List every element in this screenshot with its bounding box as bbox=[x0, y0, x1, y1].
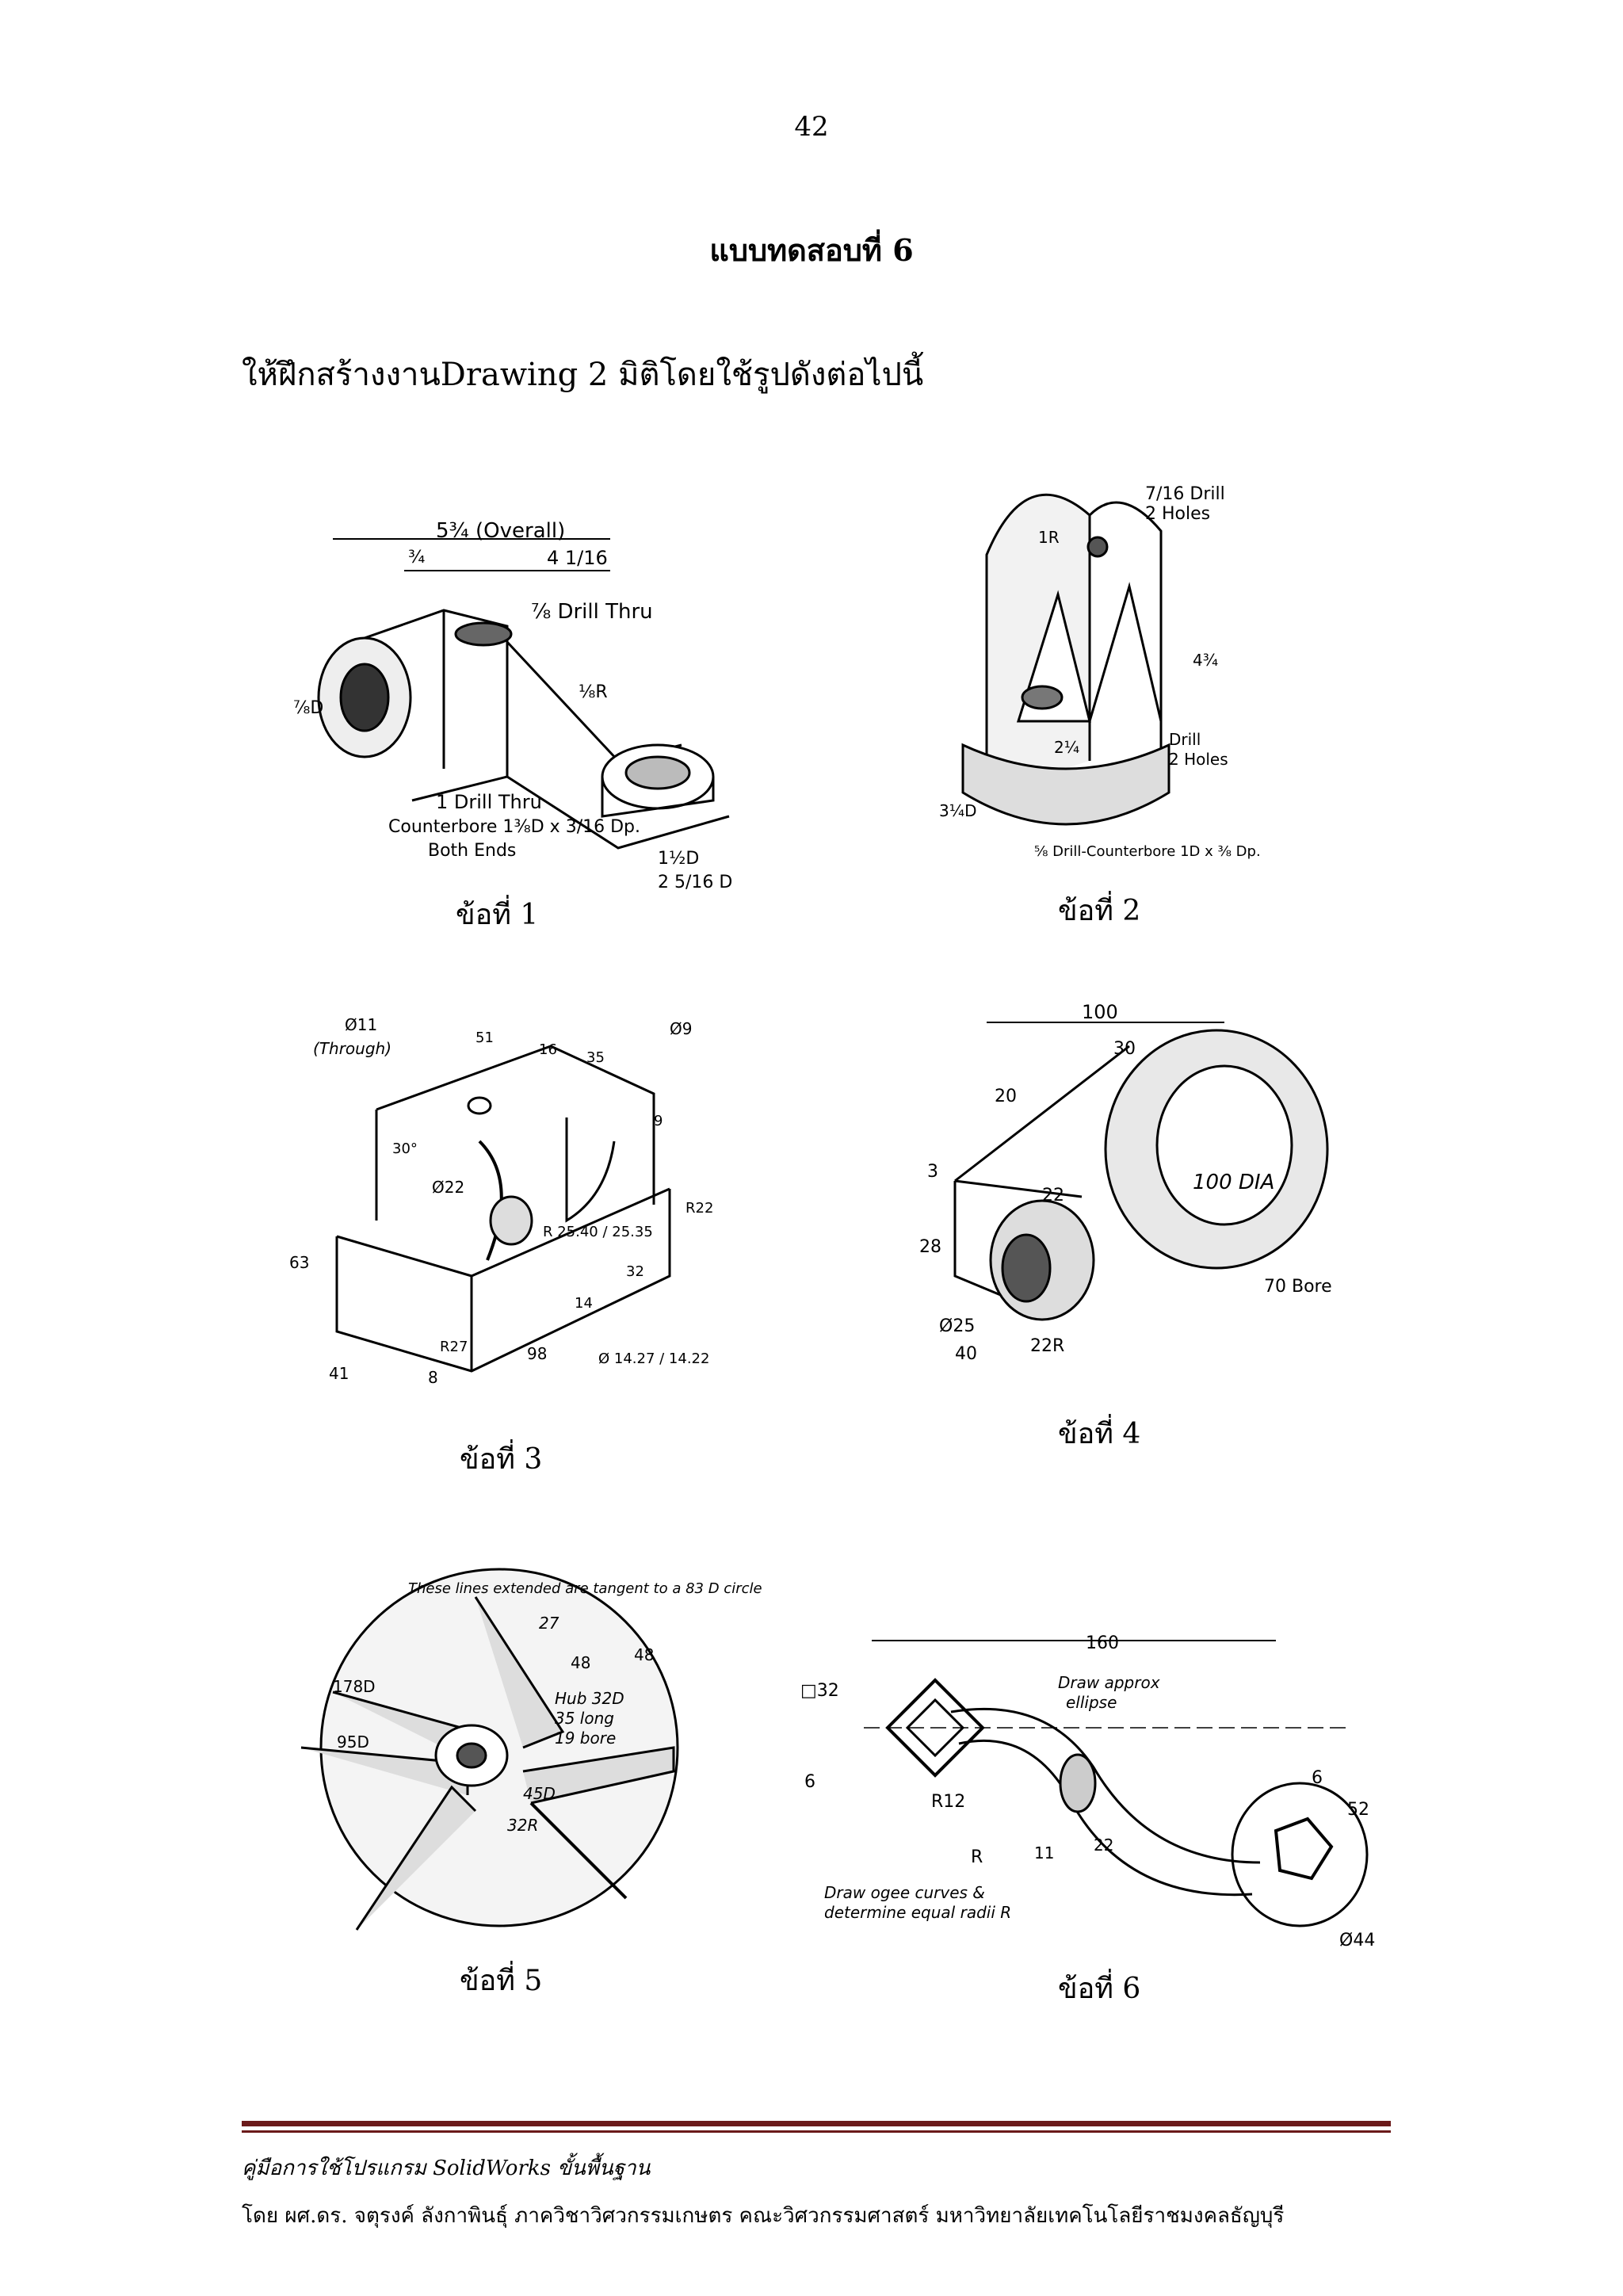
footer-author: โดย ผศ.ดร. จตุรงค์ ลังกาพินธุ์ ภาควิชาวิ… bbox=[242, 2204, 1285, 2228]
fig2-drill2: Drill bbox=[1169, 730, 1201, 749]
figure-2-caption: ข้อที่ 2 bbox=[1058, 895, 1141, 927]
fig3-d51: 51 bbox=[475, 1030, 494, 1046]
fig6-sq: □32 bbox=[800, 1681, 839, 1701]
instruction-text: ให้ฝึกสร้างงานDrawing 2 มิติโดยใช้รูปดัง… bbox=[242, 357, 924, 393]
fig4-bore: 70 Bore bbox=[1264, 1277, 1332, 1297]
fig3-d14: 14 bbox=[575, 1295, 593, 1312]
fig3-d63: 63 bbox=[289, 1253, 309, 1272]
fig1-dia2: 1½D bbox=[658, 849, 699, 869]
fig5-r32: 32R bbox=[507, 1816, 538, 1835]
footer-rule-thin bbox=[242, 2130, 1391, 2133]
fig2-d2: 4¾ bbox=[1193, 651, 1218, 670]
fig6-d52: 52 bbox=[1347, 1800, 1369, 1820]
fig1-overall: 5¾ (Overall) bbox=[436, 519, 565, 543]
fig6-ellipse1: Draw approx bbox=[1058, 1673, 1160, 1692]
fig6-r12: R12 bbox=[931, 1792, 965, 1812]
fig1-r: ⅛R bbox=[579, 682, 608, 702]
fig3-d9: 9 bbox=[654, 1113, 663, 1129]
fig5-bore: 19 bore bbox=[555, 1729, 616, 1748]
figure-4-caption: ข้อที่ 4 bbox=[1058, 1418, 1141, 1450]
footer-title: คู่มือการใช้โปรแกรม SolidWorks ขั้นพื้นฐ… bbox=[242, 2157, 651, 2180]
figure-3-caption: ข้อที่ 3 bbox=[460, 1443, 543, 1476]
fig3-d41: 41 bbox=[329, 1364, 349, 1383]
fig3-d8: 8 bbox=[428, 1368, 438, 1387]
fig4-d28: 28 bbox=[919, 1237, 941, 1257]
fig6-d160: 160 bbox=[1086, 1633, 1119, 1653]
page-number: 42 bbox=[794, 111, 829, 143]
fig5-d178: 178D bbox=[333, 1677, 376, 1696]
fig2-holes: 2 Holes bbox=[1145, 504, 1210, 524]
exercise-title: แบบทดสอบที่ 6 bbox=[709, 232, 914, 268]
fig1-drill2: 1 Drill Thru bbox=[436, 791, 542, 813]
figure-1-drawing: 5¾ (Overall) ¾ 4 1/16 ⅞ Drill Thru ⅛R ⅞D… bbox=[285, 515, 732, 896]
fig4-d30: 30 bbox=[1113, 1039, 1136, 1059]
fig6-d44: Ø44 bbox=[1339, 1931, 1375, 1950]
fig6-d6a: 6 bbox=[804, 1772, 815, 1792]
fig3-hole2: Ø9 bbox=[670, 1019, 692, 1038]
fig3-dia: Ø 14.27 / 14.22 bbox=[598, 1350, 709, 1367]
fig2-r: 1R bbox=[1038, 528, 1060, 547]
fig6-d6b: 6 bbox=[1312, 1768, 1323, 1788]
fig3-d35: 35 bbox=[586, 1049, 605, 1066]
fig2-dia: 3¼D bbox=[939, 801, 977, 820]
fig1-dia1: ⅞D bbox=[293, 698, 323, 718]
figure-4-drawing: 100 30 20 3 28 22 100 DIA 70 Bore Ø25 40… bbox=[907, 999, 1359, 1379]
fig5-d48a: 48 bbox=[571, 1653, 590, 1672]
fig5-d48b: 48 bbox=[634, 1645, 654, 1664]
fig1-dia3: 2 5/16 D bbox=[658, 873, 732, 892]
fig2-drill: 7/16 Drill bbox=[1145, 484, 1225, 504]
fig3-r25: R 25.40 / 25.35 bbox=[543, 1224, 653, 1240]
fig4-d40: 40 bbox=[955, 1344, 977, 1364]
fig3-d98: 98 bbox=[527, 1344, 547, 1363]
fig3-d16: 16 bbox=[539, 1041, 557, 1058]
fig4-d25: Ø25 bbox=[939, 1316, 975, 1336]
fig5-d45: 45D bbox=[523, 1784, 556, 1803]
fig3-r22: R22 bbox=[685, 1200, 713, 1217]
fig5-note: These lines extended are tangent to a 83… bbox=[408, 1580, 762, 1597]
fig4-d22: 22 bbox=[1042, 1186, 1064, 1205]
fig4-r22: 22R bbox=[1030, 1336, 1064, 1356]
fig6-ogee2: determine equal radii R bbox=[824, 1903, 1011, 1922]
fig6-ogee1: Draw ogee curves & bbox=[824, 1883, 985, 1902]
figure-6-drawing: 160 □32 Draw approx ellipse 6 R12 R 11 2… bbox=[792, 1625, 1411, 1966]
figure-1-caption: ข้อที่ 1 bbox=[456, 899, 539, 931]
fig6-r: R bbox=[971, 1847, 983, 1867]
fig1-d1: ¾ bbox=[408, 548, 425, 567]
fig5-d95: 95D bbox=[337, 1733, 369, 1752]
fig4-d3: 3 bbox=[927, 1162, 938, 1182]
fig3-d32: 32 bbox=[626, 1263, 644, 1280]
fig5-hub: Hub 32D bbox=[555, 1689, 624, 1708]
fig3-angle: 30° bbox=[392, 1140, 418, 1157]
figure-2-drawing: 7/16 Drill 2 Holes 1R 2¼ 4¾ Drill 2 Hole… bbox=[931, 460, 1261, 872]
figure-6-caption: ข้อที่ 6 bbox=[1058, 1973, 1141, 2005]
fig3-through: (Through) bbox=[313, 1039, 391, 1058]
fig1-ends: Both Ends bbox=[428, 841, 516, 861]
fig6-d22: 22 bbox=[1094, 1836, 1113, 1855]
fig1-d2: 4 1/16 bbox=[547, 547, 608, 569]
figure-5-caption: ข้อที่ 5 bbox=[460, 1965, 543, 1997]
figure-3-drawing: Ø11 (Through) Ø9 51 16 35 9 30° Ø22 R 25… bbox=[273, 999, 725, 1403]
fig6-ellipse2: ellipse bbox=[1066, 1693, 1117, 1712]
fig1-cbore: Counterbore 1⅜D x 3/16 Dp. bbox=[388, 817, 640, 837]
fig3-d22: Ø22 bbox=[432, 1178, 464, 1197]
fig3-hole1: Ø11 bbox=[345, 1015, 377, 1034]
fig5-long: 35 long bbox=[555, 1709, 614, 1728]
fig2-cbore: ⅝ Drill-Counterbore 1D x ⅜ Dp. bbox=[1034, 843, 1261, 860]
fig2-holes2: 2 Holes bbox=[1169, 750, 1228, 769]
fig1-drill: ⅞ Drill Thru bbox=[531, 600, 653, 624]
fig2-d1: 2¼ bbox=[1054, 738, 1079, 757]
footer-rule bbox=[242, 2121, 1391, 2126]
fig3-r27: R27 bbox=[440, 1339, 468, 1355]
fig4-dia: 100 DIA bbox=[1193, 1171, 1274, 1194]
figure-5-drawing: These lines extended are tangent to a 83… bbox=[262, 1565, 762, 1938]
fig4-d20: 20 bbox=[995, 1087, 1017, 1106]
fig6-d11: 11 bbox=[1034, 1843, 1054, 1862]
fig5-d27: 27 bbox=[539, 1614, 559, 1633]
fig4-d100: 100 bbox=[1082, 1001, 1118, 1023]
